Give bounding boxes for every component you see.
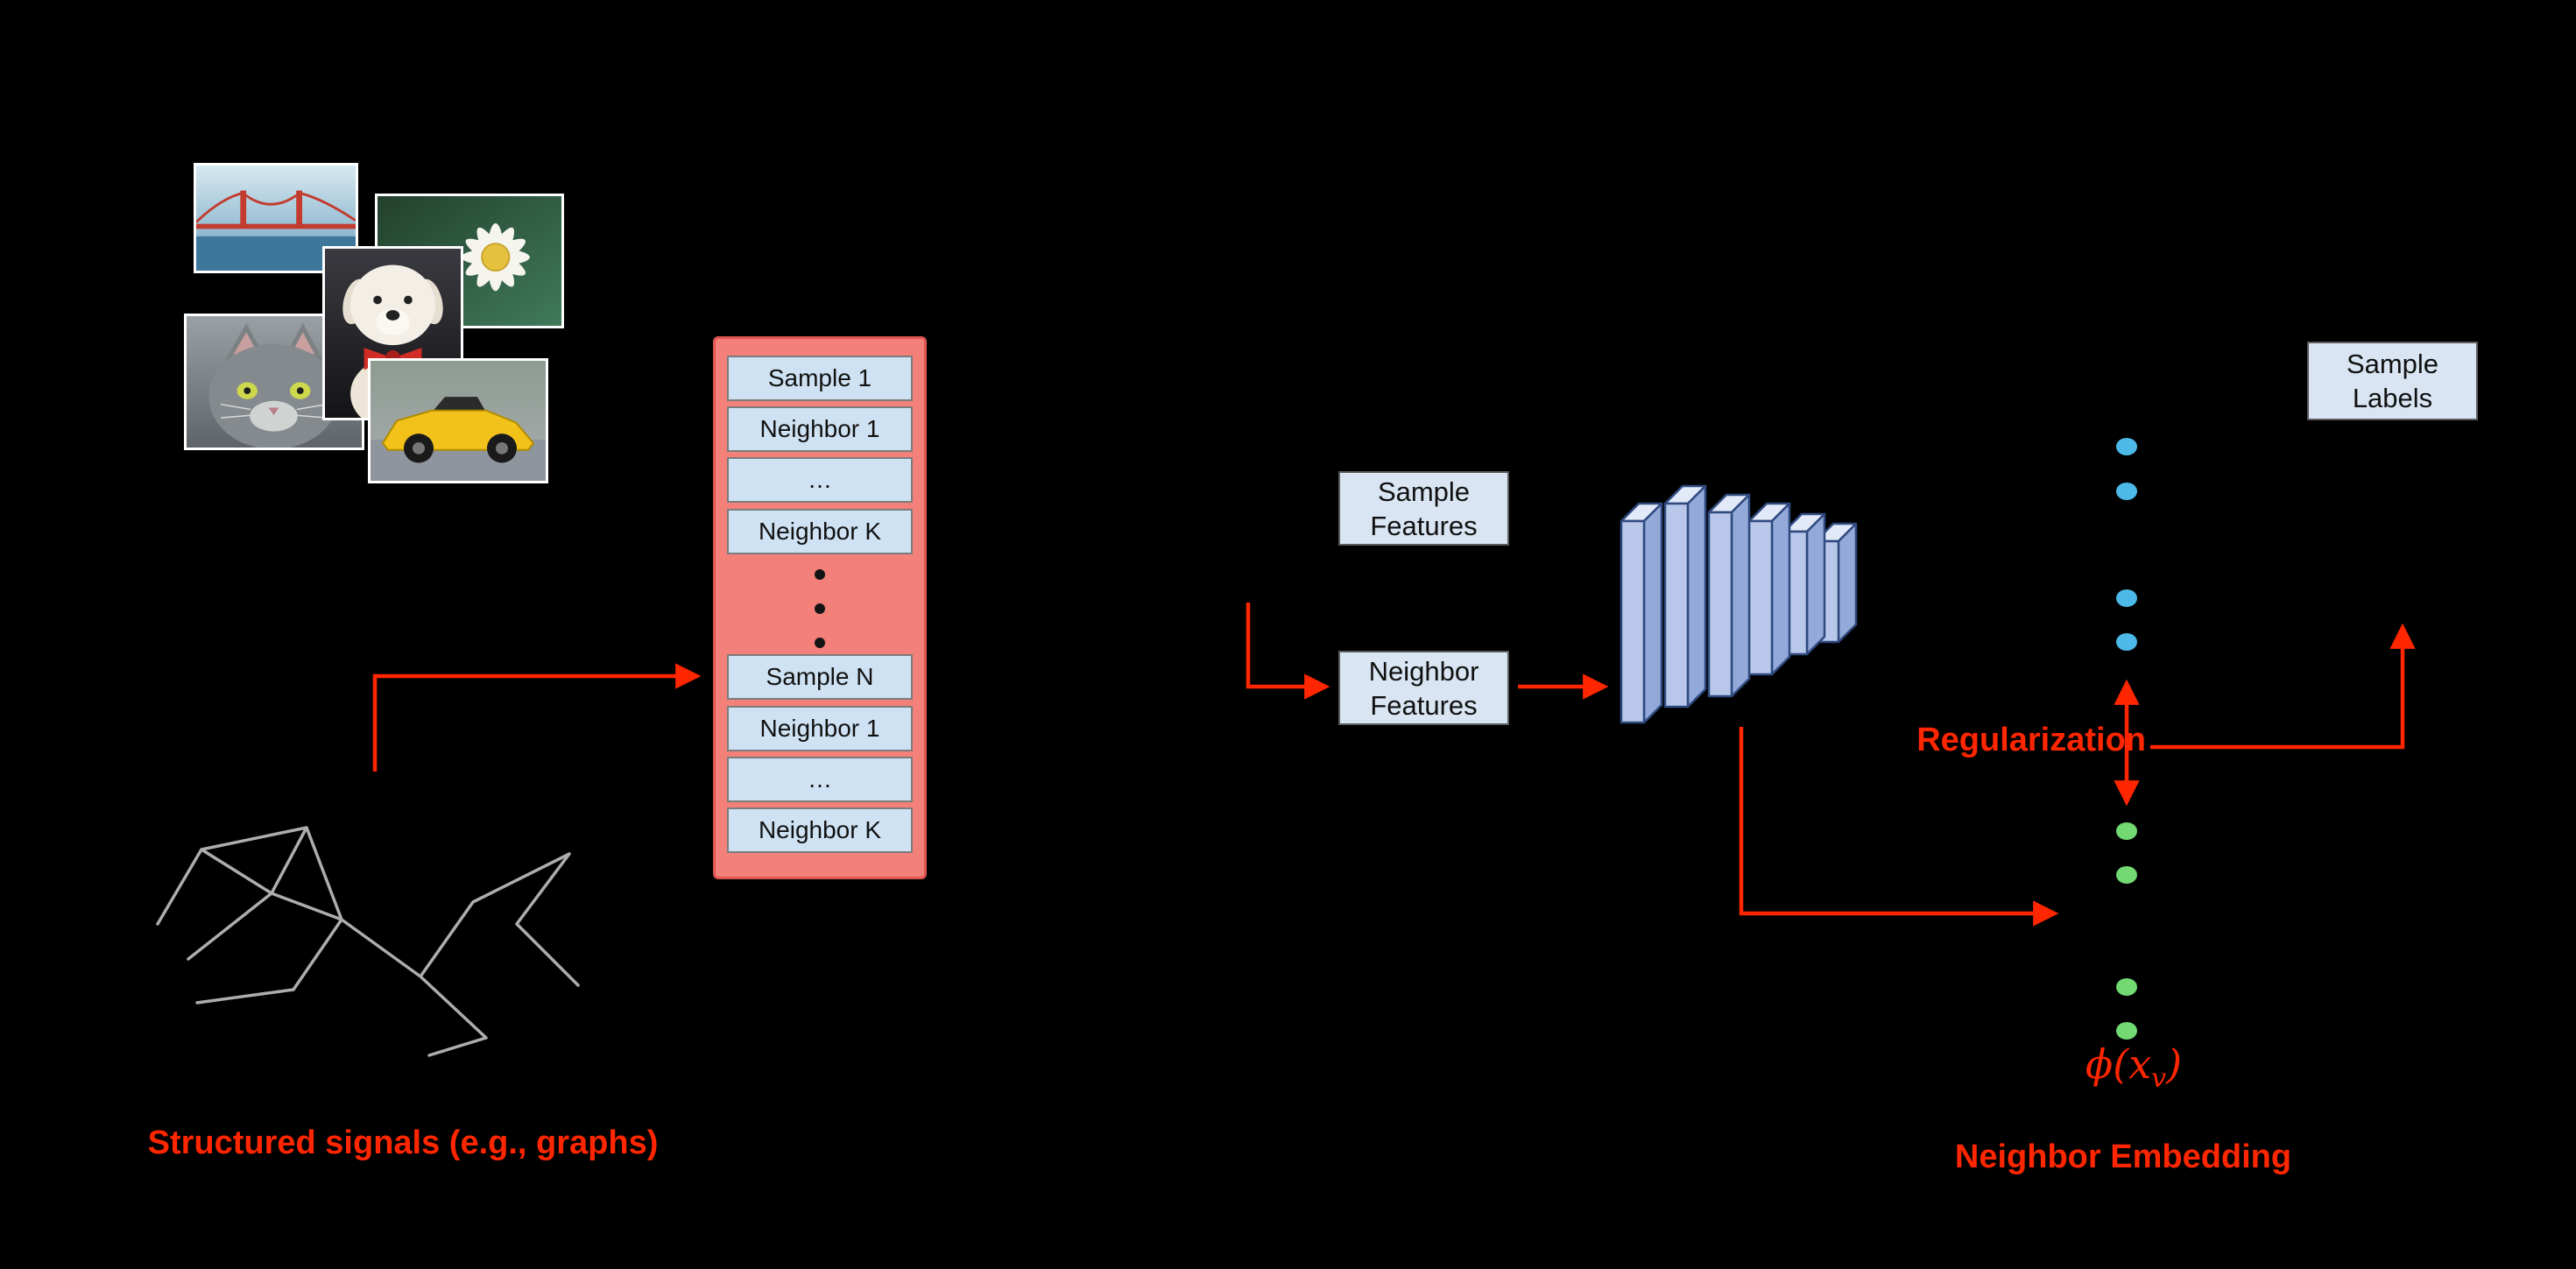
arrow-embedding-to-loss xyxy=(2150,623,2416,750)
batch-row-sample-1: Sample 1 xyxy=(727,356,913,401)
phi-subscript: v xyxy=(2151,1063,2167,1095)
sample-labels-line2: Labels xyxy=(2352,383,2433,413)
batch-row-neighbor-kb: Neighbor K xyxy=(727,807,913,853)
sample-embedding-dot xyxy=(2116,633,2137,651)
neighbor-embedding-caption: Neighbor Embedding xyxy=(1954,1139,2292,1175)
neighbor-embedding-dot xyxy=(2116,1022,2137,1040)
regularization-label: Regularization xyxy=(1916,722,2146,758)
neighbor-features-line1: Neighbor xyxy=(1368,655,1479,687)
phi-open: ϕ(x xyxy=(2085,1040,2152,1088)
sample-embedding-dot xyxy=(2116,589,2137,607)
car-illustration xyxy=(371,361,546,481)
batch-row-neighbor-k: Neighbor K xyxy=(727,509,913,554)
phi-close: ) xyxy=(2166,1040,2183,1088)
neighbor-features-box: Neighbor Features xyxy=(1338,651,1509,725)
sample-features-line2: Features xyxy=(1370,510,1478,541)
batch-row-ellipsis-b: … xyxy=(727,757,913,802)
sample-features-box: Sample Features xyxy=(1338,471,1509,546)
vertical-dots-icon xyxy=(815,603,825,614)
phi-embedding-formula: ϕ(xv) xyxy=(2002,1040,2265,1094)
neighbor-embedding-dot xyxy=(2116,866,2137,884)
sample-labels-line1: Sample xyxy=(2346,349,2439,379)
batch-row-neighbor-1b: Neighbor 1 xyxy=(727,706,913,751)
daisy-illustration xyxy=(378,196,561,326)
sample-features-line1: Sample xyxy=(1377,476,1471,507)
training-batch-container: Sample 1 Neighbor 1 … Neighbor K Sample … xyxy=(713,336,927,879)
vertical-dots-icon xyxy=(815,569,825,580)
neighbor-embedding-dot xyxy=(2116,978,2137,996)
sample-embedding-dot xyxy=(2116,483,2137,500)
batch-row-neighbor-1: Neighbor 1 xyxy=(727,406,913,452)
batch-row-ellipsis: … xyxy=(727,457,913,503)
sample-embedding-dot xyxy=(2116,438,2137,455)
structured-graph-sketch xyxy=(156,826,580,1057)
batch-row-sample-n: Sample N xyxy=(727,654,913,700)
sample-labels-box: Sample Labels xyxy=(2307,342,2478,420)
arrow-graph-to-batch xyxy=(372,663,702,772)
neighbor-features-line2: Features xyxy=(1370,689,1478,721)
neural-network-layers xyxy=(1620,484,1858,724)
yellow-sports-car-photo xyxy=(368,358,548,483)
structured-signals-caption: Structured signals (e.g., graphs) xyxy=(147,1124,659,1161)
vertical-dots-icon xyxy=(815,638,825,648)
arrow-input-to-neighbor-features xyxy=(1246,603,1330,700)
neighbor-embedding-dot xyxy=(2116,822,2137,840)
